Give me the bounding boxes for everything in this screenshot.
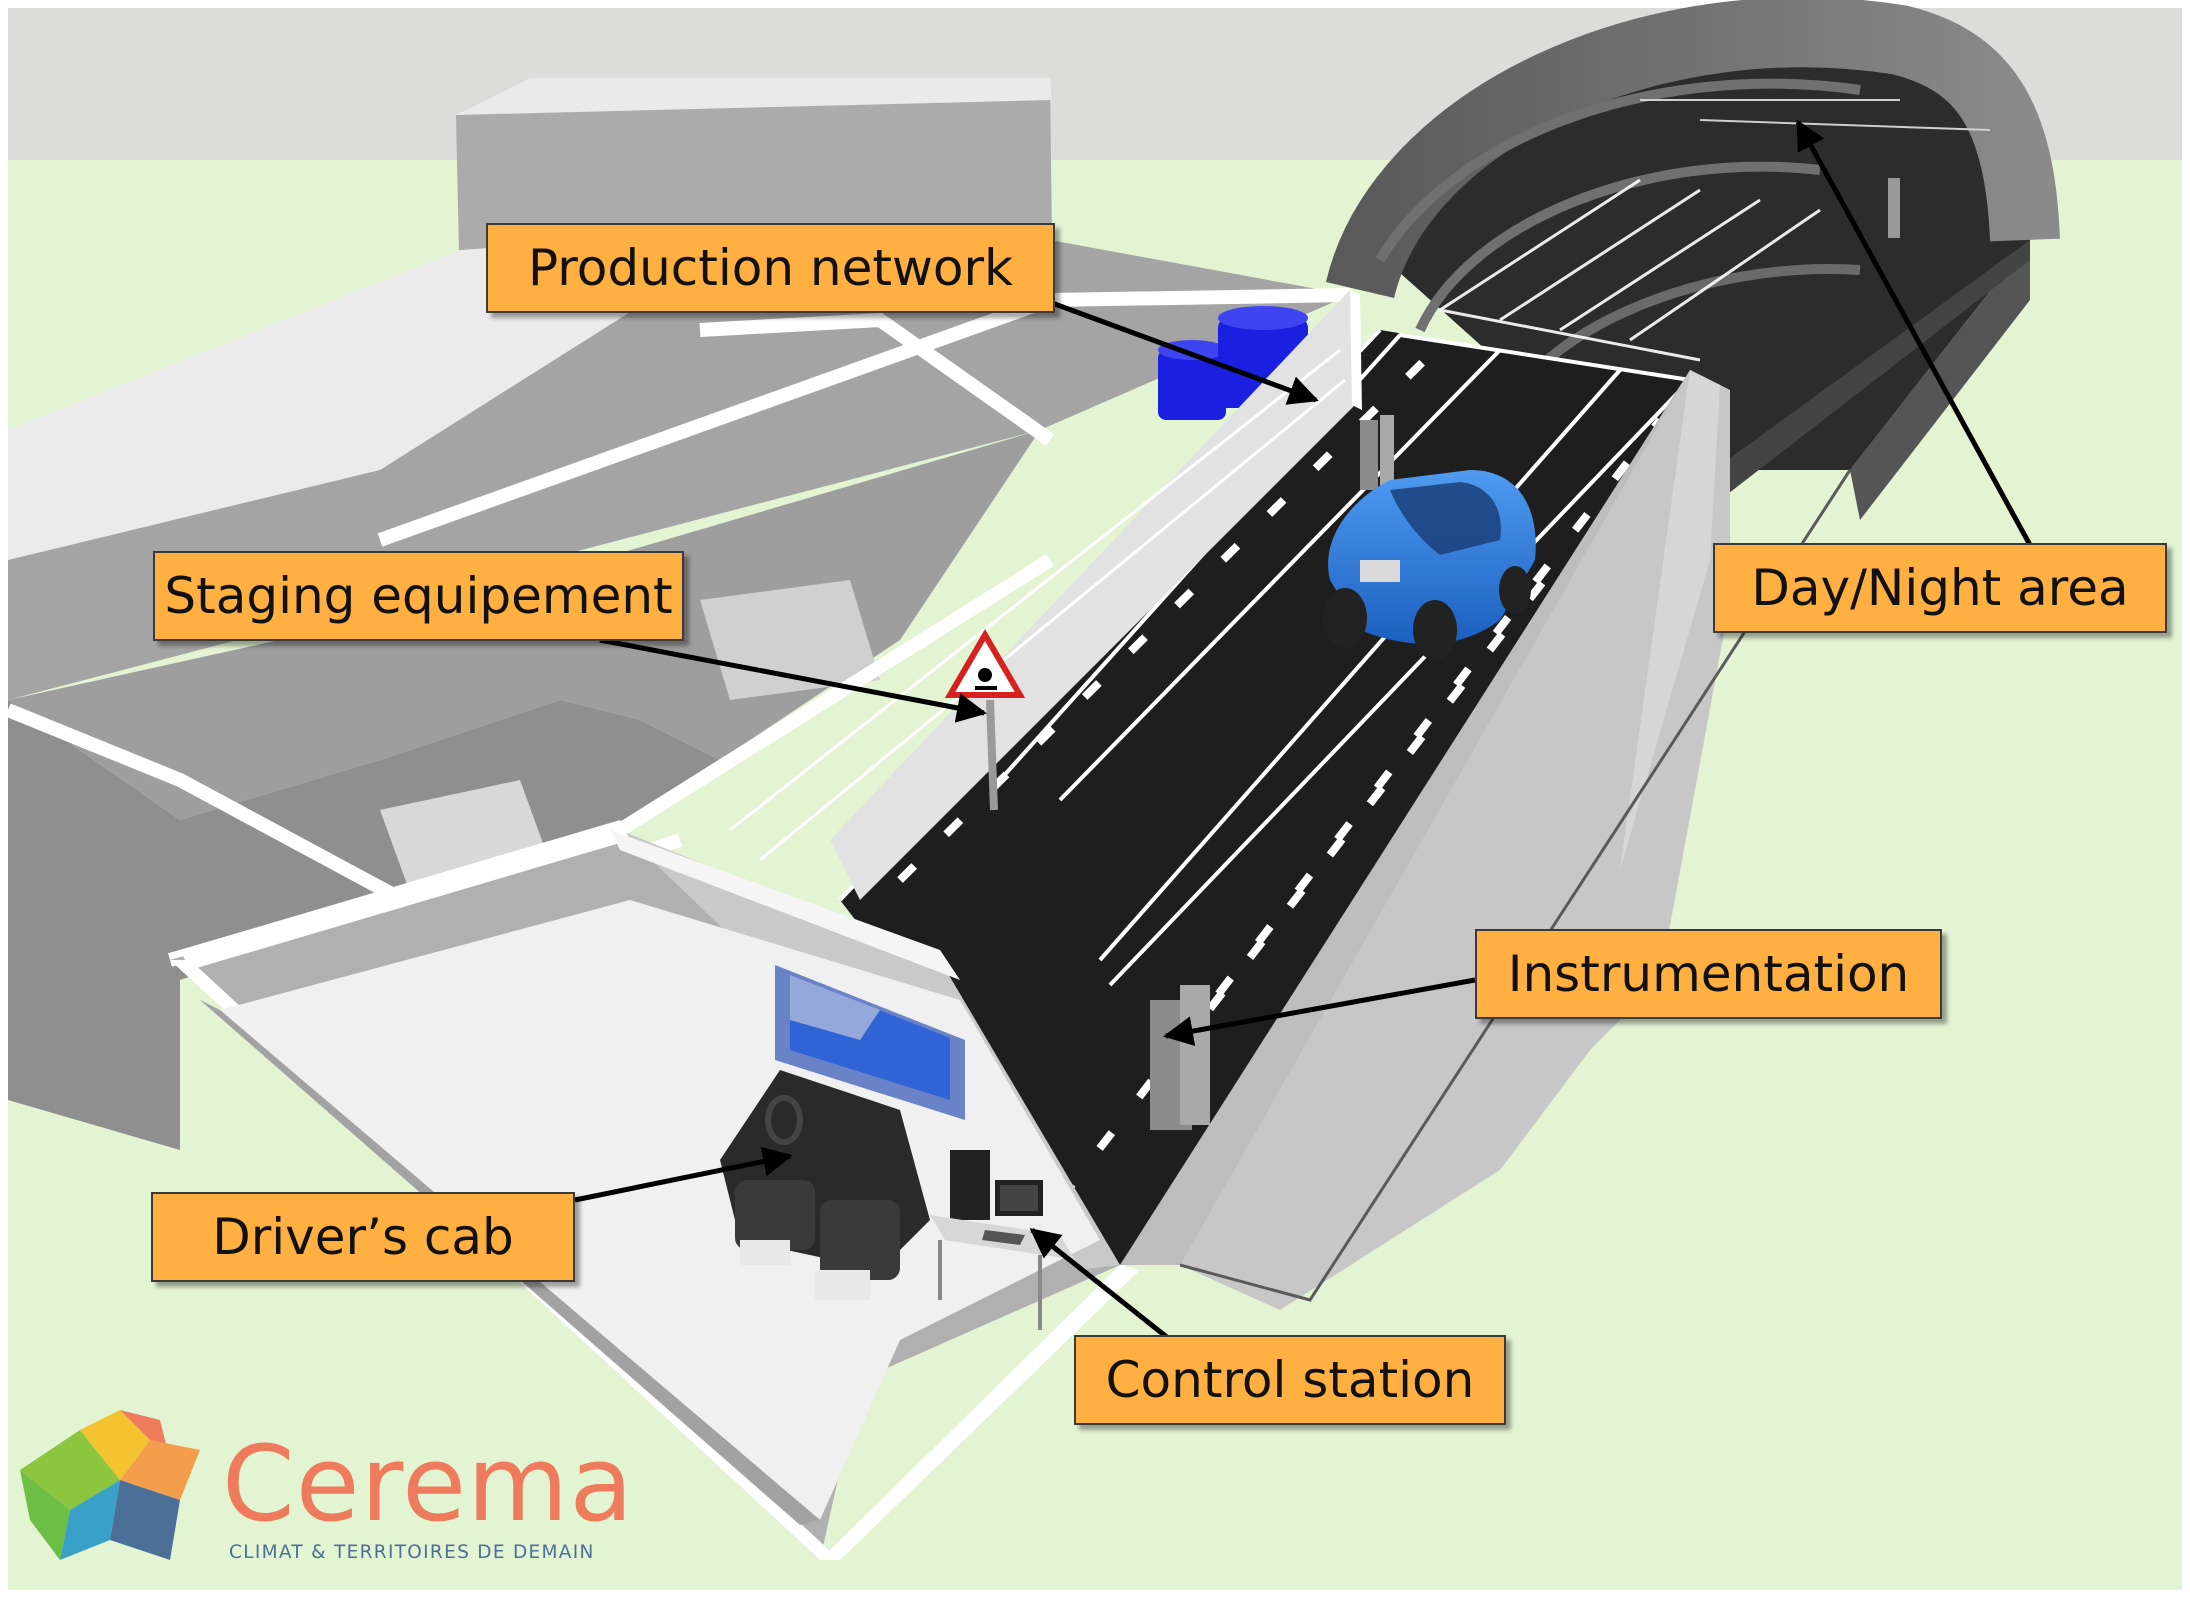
callout-control-station: Control station: [1074, 1335, 1506, 1425]
callout-arrows: [574, 119, 2033, 1340]
callout-instrumentation: Instrumentation: [1475, 929, 1942, 1019]
callout-production-network: Production network: [486, 223, 1055, 313]
control-station-desk: [930, 1150, 1075, 1330]
arrow-drivers-cab: [574, 1146, 793, 1203]
blue-car: [1323, 470, 1536, 660]
arrow-control-station: [1029, 1228, 1170, 1340]
drivers-cab-seats: [720, 1070, 930, 1300]
arrow-staging-equipment: [599, 637, 987, 723]
callout-drivers-cab: Driver’s cab: [151, 1192, 575, 1282]
track-right-wall: [1120, 370, 1852, 1310]
cerema-logo-icon: [20, 1410, 200, 1560]
projection-screen: [775, 965, 965, 1120]
callout-day-night-area: Day/Night area: [1713, 543, 2167, 633]
cerema-tagline: CLIMAT & TERRITOIRES DE DEMAIN: [229, 1542, 595, 1563]
cerema-logo-text: Cerema: [222, 1423, 635, 1545]
arrow-day-night-area: [1795, 119, 2033, 547]
arrow-production-network: [1051, 300, 1319, 405]
arrow-instrumentation: [1163, 977, 1476, 1046]
center-wall: [729, 290, 1362, 900]
callout-staging-equipment: Staging equipement: [153, 551, 684, 641]
